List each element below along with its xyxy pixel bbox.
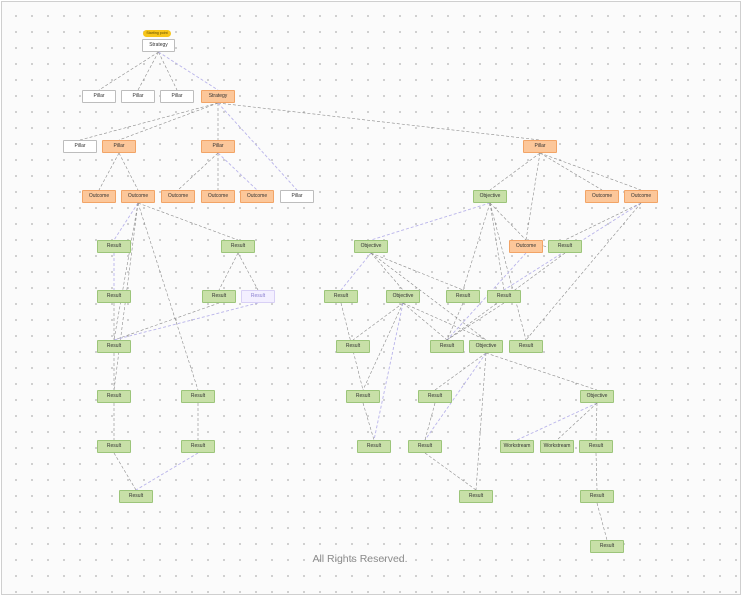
node-result[interactable]: Result: [336, 340, 370, 353]
node-result[interactable]: Result: [580, 490, 614, 503]
node-pillar[interactable]: Pillar: [63, 140, 97, 153]
node-result[interactable]: Result: [97, 390, 131, 403]
node-result[interactable]: Result: [97, 440, 131, 453]
node-result[interactable]: Result: [487, 290, 521, 303]
node-pillar[interactable]: Pillar: [121, 90, 155, 103]
node-outcome[interactable]: Outcome: [509, 240, 543, 253]
node-result[interactable]: Result: [590, 540, 624, 553]
node-strategy[interactable]: Strategy: [201, 90, 235, 103]
node-result[interactable]: Result: [346, 390, 380, 403]
node-result[interactable]: Result: [181, 440, 215, 453]
node-result[interactable]: Result: [459, 490, 493, 503]
node-workstream[interactable]: Workstream: [540, 440, 574, 453]
node-result[interactable]: Result: [324, 290, 358, 303]
node-result[interactable]: Result: [548, 240, 582, 253]
node-result[interactable]: Result: [357, 440, 391, 453]
node-pillar[interactable]: Pillar: [160, 90, 194, 103]
node-outcome[interactable]: Outcome: [585, 190, 619, 203]
footer-text: All Rights Reserved.: [312, 553, 408, 565]
node-result[interactable]: Result: [202, 290, 236, 303]
node-strategy[interactable]: Strategy: [142, 39, 175, 52]
node-objective[interactable]: Objective: [580, 390, 614, 403]
node-result[interactable]: Result: [119, 490, 153, 503]
node-pillar[interactable]: Pillar: [280, 190, 314, 203]
node-result[interactable]: Result: [221, 240, 255, 253]
node-pillar[interactable]: Pillar: [82, 90, 116, 103]
node-pillar[interactable]: Pillar: [201, 140, 235, 153]
node-pillar[interactable]: Pillar: [523, 140, 557, 153]
node-outcome[interactable]: Outcome: [201, 190, 235, 203]
node-result[interactable]: Result: [418, 390, 452, 403]
node-result[interactable]: Result: [408, 440, 442, 453]
node-pillar[interactable]: Pillar: [102, 140, 136, 153]
node-outcome[interactable]: Outcome: [82, 190, 116, 203]
node-result[interactable]: Result: [97, 290, 131, 303]
node-objective[interactable]: Objective: [473, 190, 507, 203]
node-result[interactable]: Result: [241, 290, 275, 303]
node-objective[interactable]: Objective: [386, 290, 420, 303]
node-result[interactable]: Result: [97, 340, 131, 353]
node-result[interactable]: Result: [430, 340, 464, 353]
node-objective[interactable]: Objective: [469, 340, 503, 353]
starting-point-badge: Starting point: [143, 30, 171, 37]
node-result[interactable]: Result: [446, 290, 480, 303]
node-workstream[interactable]: Workstream: [500, 440, 534, 453]
node-outcome[interactable]: Outcome: [121, 190, 155, 203]
node-outcome[interactable]: Outcome: [624, 190, 658, 203]
node-objective[interactable]: Objective: [354, 240, 388, 253]
node-result[interactable]: Result: [579, 440, 613, 453]
node-outcome[interactable]: Outcome: [161, 190, 195, 203]
node-result[interactable]: Result: [181, 390, 215, 403]
node-result[interactable]: Result: [509, 340, 543, 353]
node-result[interactable]: Result: [97, 240, 131, 253]
node-outcome[interactable]: Outcome: [240, 190, 274, 203]
